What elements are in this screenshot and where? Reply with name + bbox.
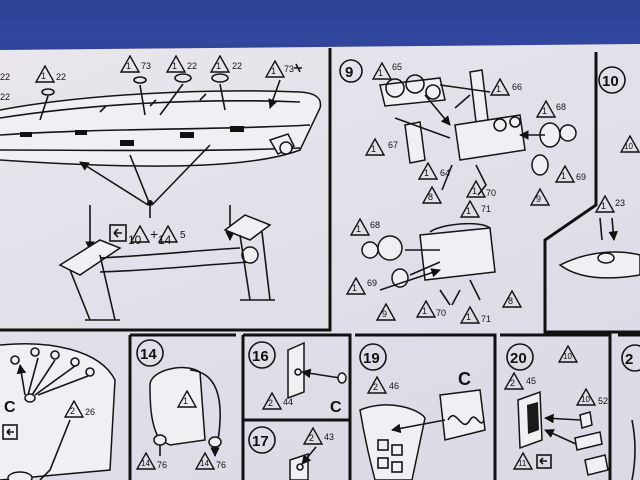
part-num-22b: 22 bbox=[0, 72, 10, 82]
part-num-9a: 9 bbox=[536, 194, 541, 204]
svg-text:1: 1 bbox=[216, 61, 221, 71]
screw-callout: 10 + 14 5 bbox=[109, 224, 186, 247]
part-num-11: 11 bbox=[518, 459, 527, 468]
svg-text:1: 1 bbox=[41, 71, 46, 81]
hull-arrows bbox=[80, 144, 235, 251]
letter-c: C bbox=[4, 399, 16, 416]
part-num-76b: 76 bbox=[216, 460, 226, 470]
svg-text:1: 1 bbox=[378, 68, 383, 78]
part-num-69a: 69 bbox=[576, 172, 586, 182]
part-num-10: 10 bbox=[128, 233, 142, 247]
plus-sign: + bbox=[150, 226, 158, 242]
part-num-44: 44 bbox=[283, 397, 293, 407]
letter-c: C bbox=[330, 399, 342, 416]
step-number: 20 bbox=[510, 350, 527, 367]
part-num-1-s14: 1 bbox=[183, 396, 188, 406]
part-num-70b: 70 bbox=[436, 308, 446, 318]
step-number: 2 bbox=[625, 351, 633, 368]
part-num-64: 64 bbox=[440, 168, 450, 178]
svg-text:1: 1 bbox=[466, 312, 471, 322]
part-num-52: 52 bbox=[598, 396, 608, 406]
part-num-10b: 10 bbox=[624, 142, 633, 151]
part-num-22c: 22 bbox=[187, 61, 197, 71]
part-num-67: 67 bbox=[388, 140, 398, 150]
step-19: 19 2 46 C bbox=[359, 343, 486, 480]
step-2x: 2 bbox=[621, 344, 640, 480]
letter-c: C bbox=[458, 369, 471, 389]
part-num-71b: 71 bbox=[481, 314, 491, 324]
part-num-71a: 71 bbox=[481, 204, 491, 214]
svg-text:2: 2 bbox=[70, 406, 75, 416]
part-num-22e: 22 bbox=[0, 92, 10, 102]
part-num-22a: 22 bbox=[56, 72, 66, 82]
step-16: 16 2 44 C bbox=[248, 341, 347, 416]
step-left-bottom: C 2 26 bbox=[0, 343, 116, 480]
part-num-8b: 8 bbox=[508, 296, 513, 306]
svg-text:1: 1 bbox=[422, 306, 427, 316]
svg-text:1: 1 bbox=[352, 283, 357, 293]
svg-text:1: 1 bbox=[126, 61, 131, 71]
part-num-14: 14 bbox=[158, 233, 172, 247]
step-17: 17 2 43 bbox=[248, 426, 334, 480]
svg-text:1: 1 bbox=[424, 168, 429, 178]
boat-stand-drawing bbox=[58, 214, 275, 321]
step-number: 9 bbox=[345, 64, 353, 81]
part-num-76a: 76 bbox=[157, 460, 167, 470]
step-number: 16 bbox=[252, 348, 269, 365]
part-num-10c: 10 bbox=[563, 352, 572, 361]
svg-text:1: 1 bbox=[496, 84, 501, 94]
step-number: 10 bbox=[602, 73, 619, 90]
step-20: 20 10 2 45 10 52 11 bbox=[504, 343, 609, 476]
part-num-73a: 73 bbox=[141, 61, 151, 71]
part-num-46: 46 bbox=[389, 381, 399, 391]
svg-text:1: 1 bbox=[601, 201, 606, 211]
step-10: 10 10 1 23 bbox=[558, 66, 640, 279]
panel-borders bbox=[0, 48, 640, 480]
svg-text:2: 2 bbox=[510, 378, 515, 388]
step-9: 9 1 65 1 66 1 67 1 68 1 69 1 64 8 1 70 9… bbox=[339, 59, 586, 324]
step-14: 14 1 14 76 14 76 bbox=[136, 339, 226, 470]
part-num-45: 45 bbox=[526, 376, 536, 386]
svg-text:1: 1 bbox=[371, 144, 376, 154]
svg-text:1: 1 bbox=[466, 206, 471, 216]
part-num-9b: 9 bbox=[382, 309, 387, 319]
svg-text:1: 1 bbox=[542, 106, 547, 116]
svg-text:2: 2 bbox=[309, 433, 314, 443]
svg-text:1: 1 bbox=[356, 224, 361, 234]
svg-text:1: 1 bbox=[172, 61, 177, 71]
svg-text:1: 1 bbox=[472, 186, 477, 196]
svg-text:2: 2 bbox=[373, 382, 378, 392]
part-num-68a: 68 bbox=[556, 102, 566, 112]
step-number: 19 bbox=[363, 350, 380, 367]
svg-text:14: 14 bbox=[141, 459, 150, 468]
part-num-73b: 73 bbox=[284, 64, 294, 74]
svg-text:14: 14 bbox=[200, 459, 209, 468]
part-num-8a: 8 bbox=[428, 192, 433, 202]
svg-text:1: 1 bbox=[561, 171, 566, 181]
part-num-26: 26 bbox=[85, 407, 95, 417]
part-num-5: 5 bbox=[180, 230, 186, 241]
part-num-68b: 68 bbox=[370, 220, 380, 230]
part-num-22d: 22 bbox=[232, 61, 242, 71]
svg-text:2: 2 bbox=[268, 398, 273, 408]
part-num-70a: 70 bbox=[486, 188, 496, 198]
step-number: 17 bbox=[252, 433, 269, 450]
part-num-23: 23 bbox=[615, 198, 625, 208]
part-num-69b: 69 bbox=[367, 278, 377, 288]
part-num-43: 43 bbox=[324, 432, 334, 442]
part-num-66: 66 bbox=[512, 82, 522, 92]
step-number: 14 bbox=[140, 346, 157, 363]
svg-text:1: 1 bbox=[271, 66, 276, 76]
top-part-callouts: 1 22 22 1 73 1 22 1 22 1 73 22 bbox=[0, 55, 302, 121]
part-num-65: 65 bbox=[392, 62, 402, 72]
part-num-10d: 10 bbox=[581, 395, 590, 404]
